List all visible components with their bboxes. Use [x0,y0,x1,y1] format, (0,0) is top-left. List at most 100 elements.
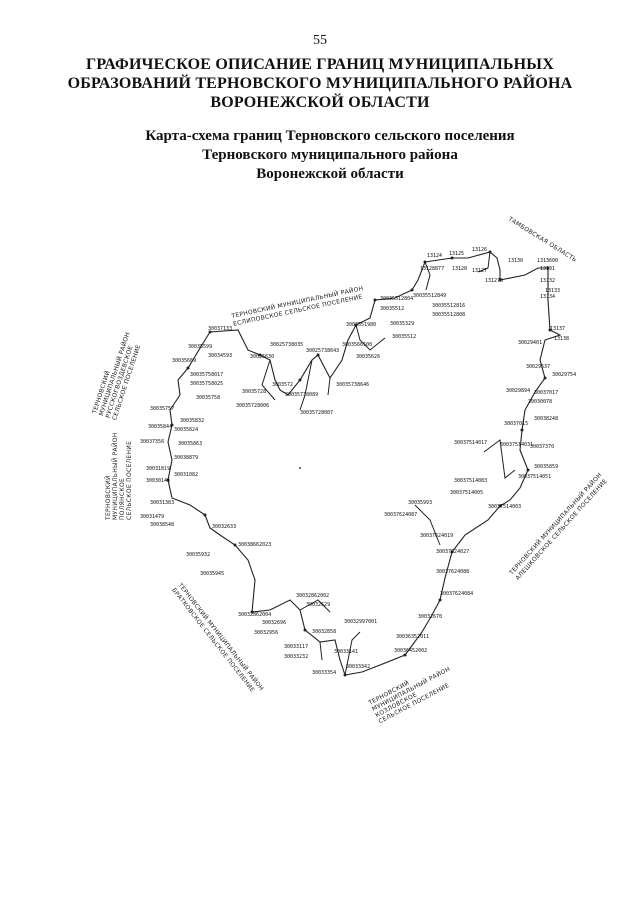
point-label: 30035758017 [190,372,223,378]
point-label: 30031819 [146,466,170,472]
point-label: 30035757 [150,406,174,412]
point-label: 30035728 [242,389,266,395]
point-label: 30029637 [526,364,550,370]
point-label: 30030078 [528,399,552,405]
point-label: 13125 [449,251,464,257]
point-label: 3003566500 [342,342,372,348]
neighbor-label-polyana: ТЕРНОВСКИЙ МУНИЦИПАЛЬНЫЙ РАЙОН ПОЛЯНСКОЕ… [105,430,133,521]
point-label: 30037624087 [384,512,417,518]
point-label: 13134 [540,294,555,300]
point-label: 30033354 [312,670,336,676]
neighbor-label-tambov: ТАМБОВСКАЯ ОБЛАСТЬ [506,215,578,264]
point-label: 30035512804 [380,296,413,302]
point-label: 30035824 [174,427,198,433]
map-title-line: Карта-схема границ Терновского сельского… [145,128,515,144]
point-label: 30036452002 [394,648,427,654]
point-label: 30029401 [518,340,542,346]
point-labels: 13124 13125 13126 13128877 13128 13127 1… [140,247,576,676]
point-label: 1313600 [537,258,558,264]
point-label: 13126 [472,247,487,253]
point-label: 30029894 [506,388,530,394]
point-label: 30032997001 [344,619,377,625]
point-label: 30035512808 [432,312,465,318]
point-label: 30031479 [140,514,164,520]
point-label: 3003551980 [346,322,376,328]
page-number: 55 [313,33,327,48]
point-label: 30037133 [208,326,232,332]
point-label: 3003572 [272,382,293,388]
point-label: 30032862002 [296,593,329,599]
heading-line: ГРАФИЧЕСКОЕ ОПИСАНИЕ ГРАНИЦ МУНИЦИПАЛЬНЫ… [86,56,554,73]
document-heading: ГРАФИЧЕСКОЕ ОПИСАНИЕ ГРАНИЦ МУНИЦИПАЛЬНЫ… [60,55,580,112]
neighbor-label-russko-gvozdevskoe: ТЕРНОВСКИЙ МУНИЦИПАЛЬНЫЙ РАЙОН РУССКОГВО… [91,327,146,422]
neighbor-label-bratkovskoe: ТЕРНОВСКИЙ МУНИЦИПАЛЬНЫЙ РАЙОН БРАТКОВСК… [170,581,267,699]
point-label: 30035844 [148,424,172,430]
point-label: 30033117 [284,644,308,650]
point-label: 30035863 [178,441,202,447]
point-label: 30037356 [140,439,164,445]
point-label: 13127 [472,268,487,274]
point-label: 30035758025 [190,381,223,387]
point-label: 30029754 [552,372,576,378]
point-label: 30035626 [356,354,380,360]
point-label: 30035512849 [413,293,446,299]
point-label: 13132 [540,278,555,284]
point-label: 30037514005 [450,490,483,496]
point-label: 13137 [550,326,565,332]
point-label: 30035329 [390,321,414,327]
point-label: 30032629 [306,602,330,608]
point-label: 30038248 [534,416,558,422]
map-title-line: Воронежской области [256,166,404,182]
point-label: 30034593 [208,353,232,359]
point-label: 30037624088 [436,569,469,575]
point-label: 131270 [485,278,503,284]
boundary-vertices [166,250,552,677]
map-title-line: Терновского муниципального района [202,147,458,163]
point-label: 30037514083 [454,478,487,484]
point-label: 30031383 [150,500,174,506]
neighbor-label-kozlovskoe: ТЕРНОВСКИЙ МУНИЦИПАЛЬНЫЙ РАЙОН КОЗЛОВСКО… [367,658,460,725]
point-label: 30033141 [334,649,358,655]
neighbor-label-alyoshkovskoe: ТЕРНОВСКИЙ МУНИЦИПАЛЬНЫЙ РАЙОН АЛЕШКОВСК… [508,470,611,582]
point-label: 30032956 [254,630,278,636]
point-label: 30032633 [212,524,236,530]
point-label: 30035993 [408,500,432,506]
point-label: 30035832 [180,418,204,424]
point-label: 30037514017 [454,440,487,446]
point-label: 30031082 [174,472,198,478]
point-label: 30032862004 [238,612,271,618]
point-label: 30037015 [504,421,528,427]
point-label: 30033342 [346,664,370,670]
point-label: 30035728007 [300,410,333,416]
point-label: 13138 [554,336,569,342]
point-label: 30038548 [150,522,174,528]
map-title: Карта-схема границ Терновского сельского… [110,127,550,184]
point-label: 30035512816 [432,303,465,309]
point-label: 13131 [540,266,555,272]
point-label: 13128 [452,266,467,272]
point-label: 30032696 [262,620,286,626]
point-label: 30035512 [392,334,416,340]
point-label: 30032670 [418,614,442,620]
point-label: 13128877 [420,266,444,272]
settlement-boundary [167,251,562,676]
point-label: 30035728006 [236,403,269,409]
point-label: 30037624027 [436,549,469,555]
heading-line: ВОРОНЕЖСКОЙ ОБЛАСТИ [210,94,430,111]
point-label: 30035669 [172,358,196,364]
point-label: 30025738035 [270,342,303,348]
center-marker [299,467,301,469]
boundary-segment [261,251,516,676]
point-label: 30036352011 [396,634,429,640]
point-label: 30035512 [380,306,404,312]
point-label: 13130 [508,258,523,264]
point-label: 13133 [545,288,560,294]
point-label: 30035932 [186,552,210,558]
point-label: 30035859 [534,464,558,470]
point-label: 30035758 [196,395,220,401]
point-label: 13124 [427,253,442,259]
point-label: 30025738643 [306,348,339,354]
point-label: 30037624019 [420,533,453,539]
point-label: 30037624084 [440,591,473,597]
